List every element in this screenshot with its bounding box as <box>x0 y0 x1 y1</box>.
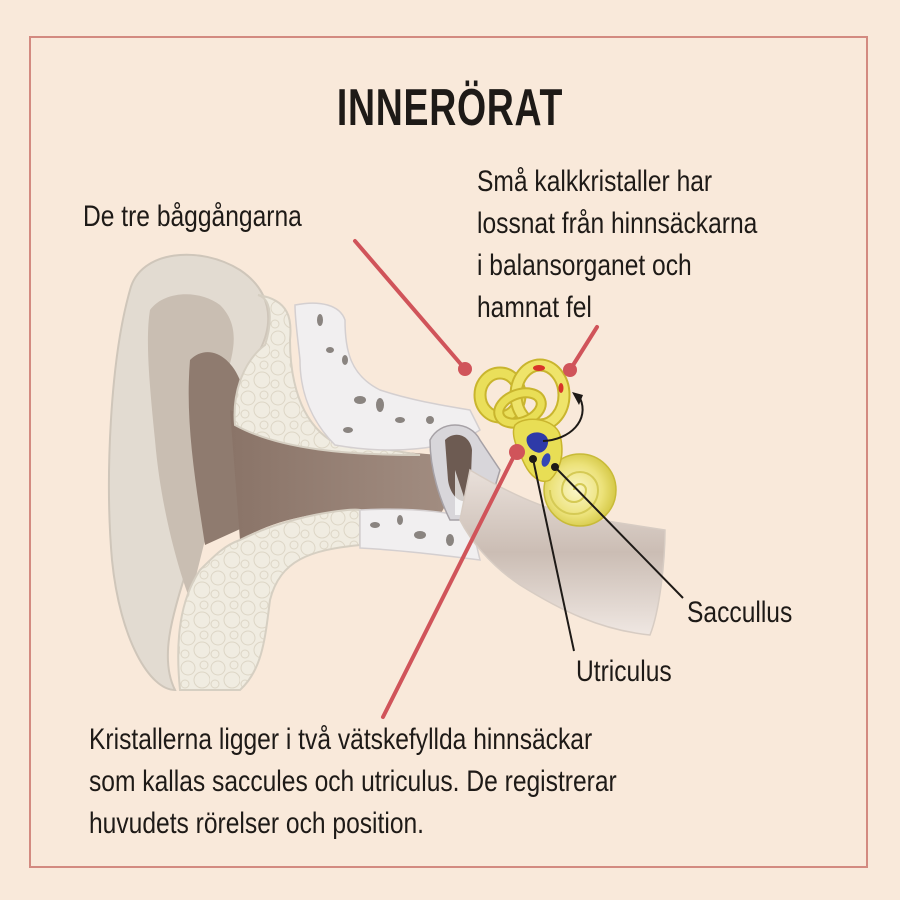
label-line: hamnat fel <box>477 291 592 324</box>
page-title: INNERÖRAT <box>336 79 564 137</box>
label-semicircular-canals: De tre båggångarna <box>83 200 302 233</box>
leader-dot-explanation <box>509 444 525 460</box>
utricle-sac <box>526 432 549 453</box>
label-line: Kristallerna ligger i två vätskefyllda h… <box>89 723 593 756</box>
label-saccullus: Saccullus <box>687 596 793 629</box>
leader-dot-crystals <box>563 363 577 377</box>
semicircular-canals <box>473 358 571 432</box>
crystal-deposit <box>558 383 564 393</box>
leader-dot-utriculus <box>529 455 537 463</box>
cochlea <box>543 453 617 527</box>
saccule-sac <box>541 453 551 467</box>
label-utriculus: Utriculus <box>576 655 672 688</box>
leader-lines-black <box>532 458 684 652</box>
leader-dot-canals <box>458 362 472 376</box>
label-crystals-dislodged: Små kalkkristaller har lossnat från hinn… <box>477 161 757 329</box>
border-frame <box>29 36 868 868</box>
arrow-head-icon <box>572 392 583 405</box>
leader-dot-saccullus <box>551 463 559 471</box>
label-explanation: Kristallerna ligger i två vätskefyllda h… <box>89 719 617 845</box>
label-line: i balansorganet och <box>477 249 692 282</box>
label-line: lossnat från hinnsäckarna <box>477 207 758 240</box>
lower-cartilage <box>177 508 361 691</box>
label-line: huvudets rörelser och position. <box>89 807 425 840</box>
upper-cartilage <box>233 294 421 456</box>
leader-lines-red <box>353 239 599 719</box>
crystal-deposit <box>533 365 545 371</box>
label-line: som kallas saccules och utriculus. De re… <box>89 765 617 798</box>
movement-arrow <box>542 397 584 442</box>
label-line: Små kalkkristaller har <box>477 165 713 198</box>
upper-bone <box>294 302 481 451</box>
